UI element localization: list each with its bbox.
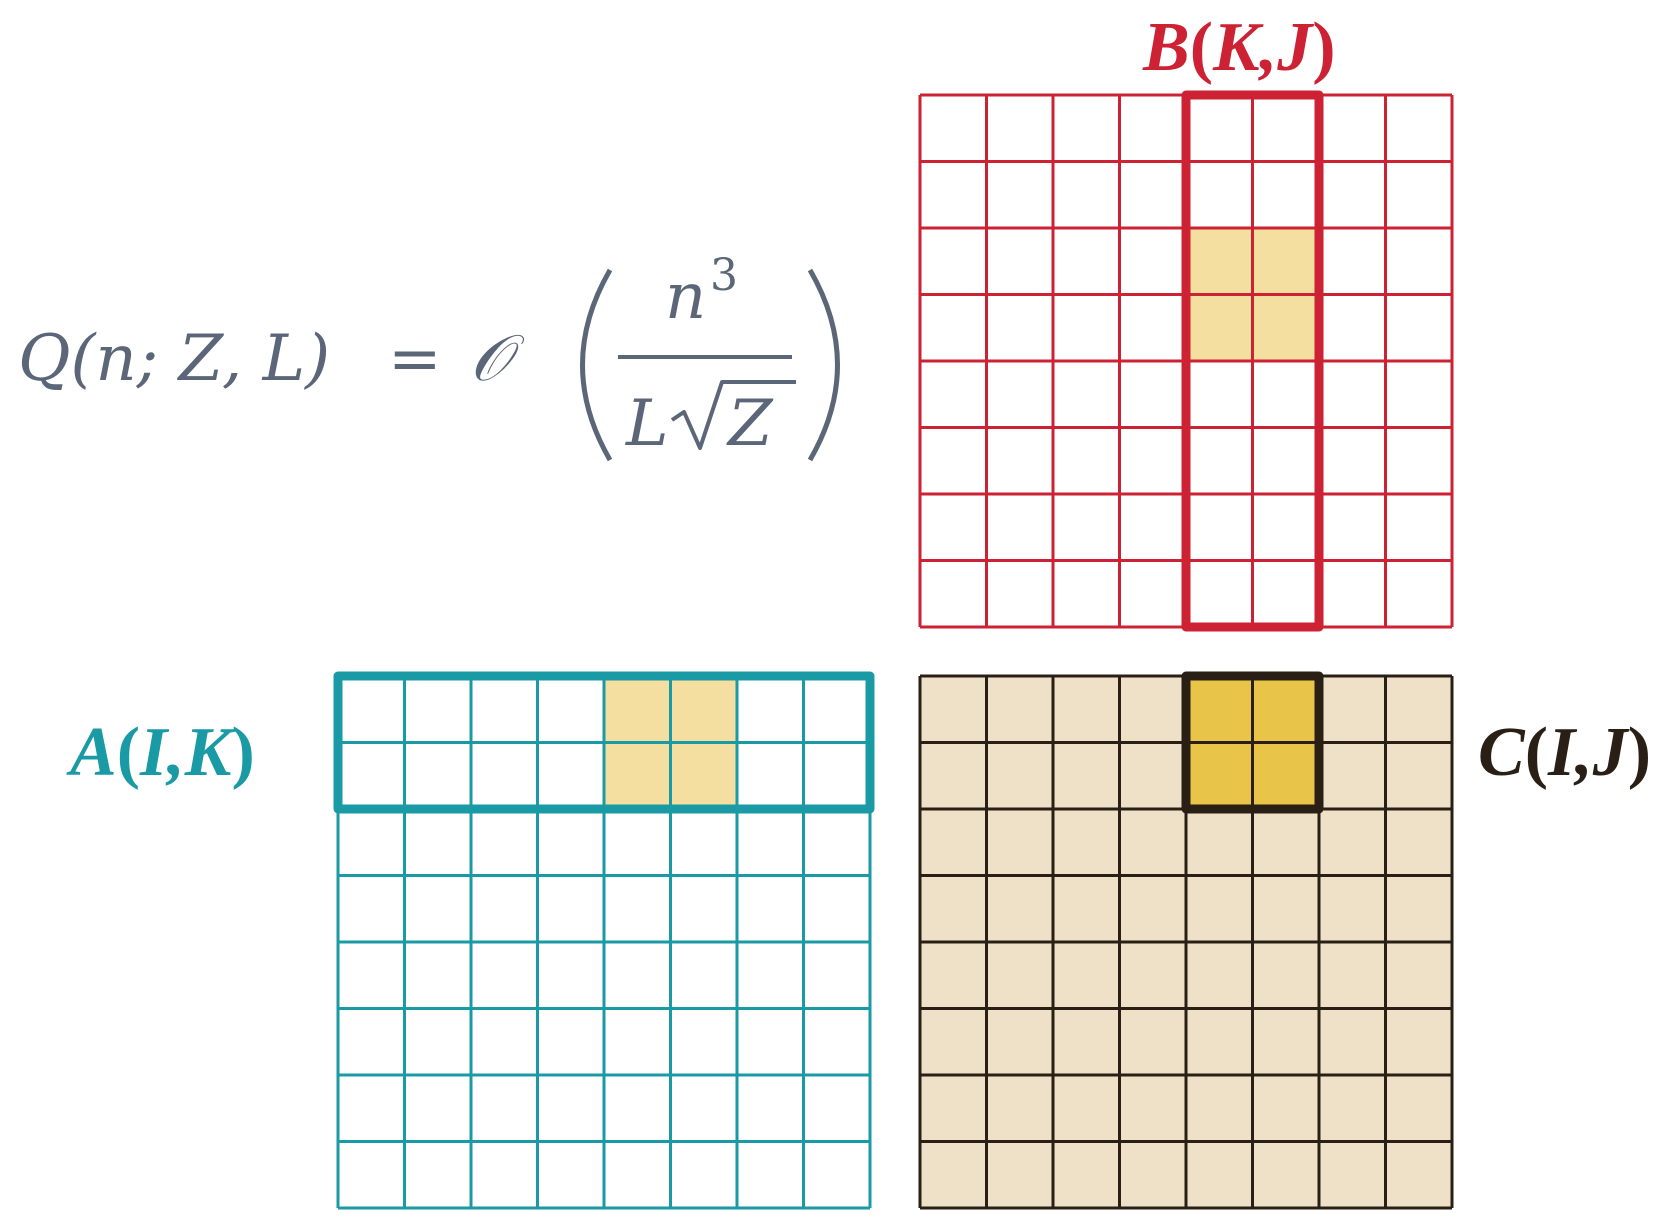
- matrix-b: [918, 90, 1454, 632]
- matrix-a-block-outline-texture: [338, 673, 872, 811]
- matrix-b-highlight-cell: [1186, 228, 1253, 295]
- formula-big-o: 𝒪: [470, 322, 525, 396]
- matrix-b-letter: B: [1142, 9, 1190, 86]
- matrix-a-highlight-cell: [670, 676, 737, 743]
- matrix-b-block-outline-texture: [1186, 92, 1321, 629]
- denominator-l: L: [625, 387, 669, 461]
- left-big-paren: [580, 268, 613, 462]
- matrix-a-highlight-cell: [604, 742, 671, 809]
- denominator-z: Z: [726, 387, 774, 461]
- matrix-c-label: C(I,J): [1478, 714, 1651, 791]
- matrix-b-highlight-cell: [1252, 294, 1319, 361]
- matrix-b-open-paren: (: [1190, 9, 1213, 86]
- matrix-c-open-paren: (: [1525, 714, 1548, 791]
- matrix-c: [918, 671, 1454, 1210]
- matrix-c-close-paren: ): [1628, 714, 1651, 791]
- matrix-c-args: I,J: [1547, 714, 1630, 791]
- matrix-a-close-paren: ): [231, 714, 254, 791]
- matrix-c-block-outline-texture: [1186, 673, 1321, 811]
- right-big-paren: [807, 268, 840, 462]
- numerator-exponent: 3: [710, 250, 738, 301]
- matrix-c-highlight-cell: [1186, 676, 1253, 743]
- matrix-c-highlight-cell: [1252, 742, 1319, 809]
- matrix-c-letter: C: [1478, 714, 1526, 791]
- matrix-b-highlight-cell: [1186, 294, 1253, 361]
- matrix-b-highlight-cell: [1252, 228, 1319, 295]
- sqrt-sign: [670, 380, 796, 450]
- matrix-c-highlight-cell: [1186, 742, 1253, 809]
- matrix-a-highlight-cell: [604, 676, 671, 743]
- matrix-c-highlight-cell: [1252, 676, 1319, 743]
- matrix-b-close-paren: ): [1312, 9, 1335, 86]
- matrix-a-letter: A: [66, 714, 117, 791]
- matrix-a-highlight-cell: [670, 742, 737, 809]
- matrix-a-args: I,K: [139, 714, 236, 791]
- complexity-formula: Q(n; Z, L) = 𝒪 n 3 L Z: [18, 250, 840, 462]
- matrix-a-label: A(I,K): [66, 714, 255, 791]
- formula-equals: =: [388, 322, 442, 396]
- matrix-b-label: B(K,J): [1142, 9, 1336, 86]
- numerator-base: n: [665, 260, 706, 334]
- formula-lhs: Q(n; Z, L): [18, 322, 330, 396]
- matrix-a: [333, 671, 875, 1210]
- matrix-a-open-paren: (: [117, 714, 140, 791]
- matrix-b-args: K,J: [1212, 9, 1314, 86]
